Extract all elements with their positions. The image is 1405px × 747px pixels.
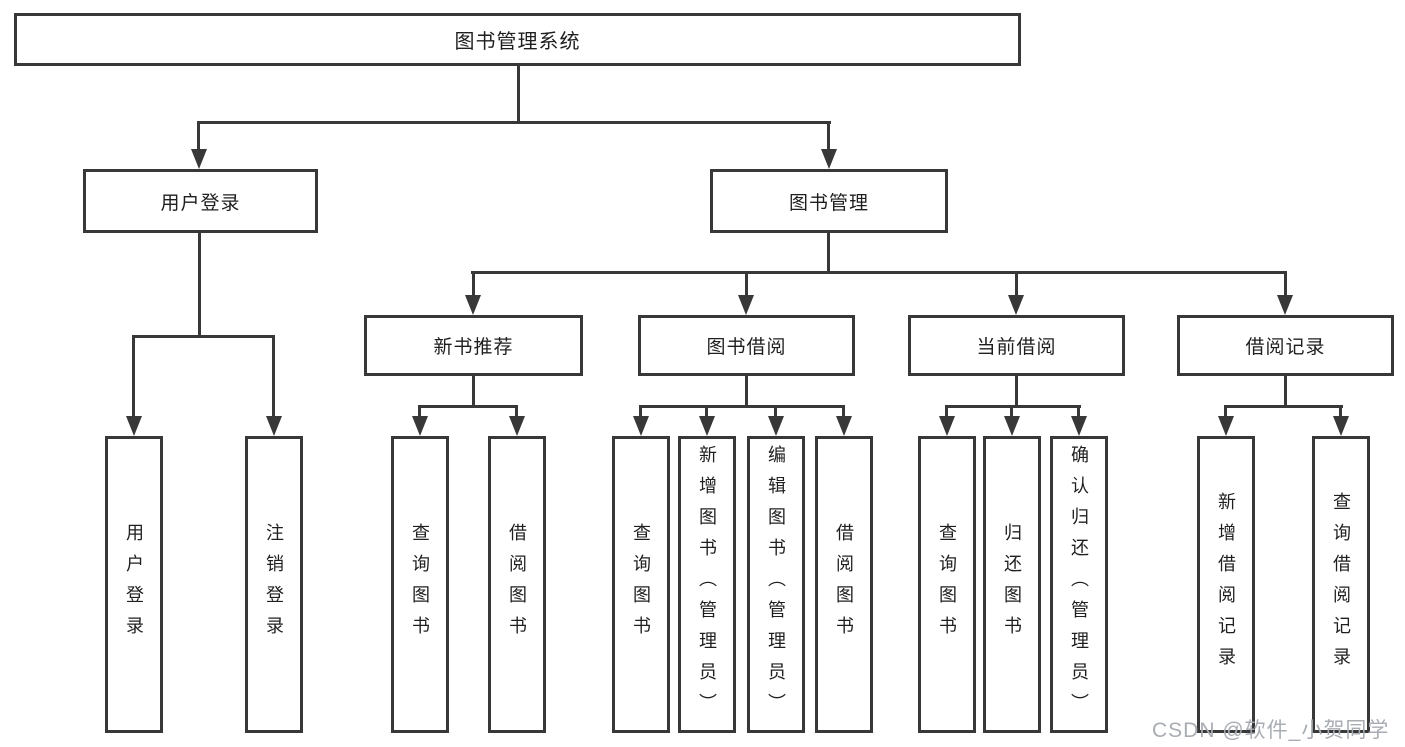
connector-root-stub	[517, 66, 520, 122]
connector-stem-cb-query	[945, 405, 948, 420]
arrowhead-nbr-query	[412, 416, 428, 436]
arrowhead-borrow-records	[1277, 295, 1293, 315]
connector-current-borrow-split	[945, 405, 1081, 408]
leaf-nbr-query-books: 查询图书	[391, 436, 449, 733]
connector-stem-cb-confirm	[1077, 405, 1080, 420]
node-root: 图书管理系统	[14, 13, 1021, 66]
leaf-bb-edit-books-label: 编辑图书（管理员）	[766, 445, 786, 724]
connector-stem-book-mgmt	[827, 121, 830, 151]
connector-borrow-records-split	[1224, 405, 1343, 408]
connector-stem-bb-borrow	[842, 405, 845, 420]
connector-user-login-split	[132, 335, 275, 338]
arrowhead-user-login	[191, 149, 207, 169]
node-new-book-rec: 新书推荐	[364, 315, 583, 376]
leaf-cb-confirm-return: 确认归还（管理员）	[1050, 436, 1108, 733]
node-current-borrow-label: 当前借阅	[976, 337, 1057, 358]
connector-stem-br-query	[1339, 405, 1342, 420]
node-book-mgmt-label: 图书管理	[788, 192, 869, 214]
connector-stem-leaf-user-login	[132, 335, 135, 420]
leaf-cb-confirm-return-label: 确认归还（管理员）	[1069, 445, 1089, 724]
connector-stem-borrow-records	[1284, 271, 1287, 297]
node-user-login: 用户登录	[83, 169, 318, 233]
connector-book-mgmt-stub	[827, 233, 830, 273]
node-book-borrow-label: 图书借阅	[706, 337, 787, 358]
connector-stem-nbr-borrow	[515, 405, 518, 420]
connector-stem-cb-return	[1010, 405, 1013, 420]
connector-stem-user-login	[197, 121, 200, 151]
connector-stem-bb-edit	[774, 405, 777, 420]
connector-book-borrow-split	[639, 405, 845, 408]
node-book-borrow: 图书借阅	[638, 315, 855, 376]
arrowhead-current-borrow	[1008, 295, 1024, 315]
connector-new-book-rec-split	[418, 405, 518, 408]
arrowhead-bb-add	[699, 416, 715, 436]
leaf-user-login-label: 用户登录	[124, 522, 144, 647]
connector-stem-current-borrow	[1015, 271, 1018, 297]
leaf-nbr-borrow-books: 借阅图书	[488, 436, 546, 733]
leaf-br-add-record-label: 新增借阅记录	[1216, 491, 1236, 678]
arrowhead-cb-query	[939, 416, 955, 436]
connector-stem-br-add	[1224, 405, 1227, 420]
node-new-book-rec-label: 新书推荐	[433, 337, 514, 358]
connector-root-split	[197, 121, 831, 124]
arrowhead-book-borrow	[738, 295, 754, 315]
leaf-bb-borrow-books-label: 借阅图书	[834, 522, 854, 647]
connector-stem-leaf-logout	[272, 335, 275, 420]
connector-book-mgmt-split	[471, 271, 1287, 274]
connector-borrow-records-stub	[1284, 376, 1287, 407]
leaf-cb-return-books-label: 归还图书	[1002, 522, 1022, 647]
arrowhead-nbr-borrow	[509, 416, 525, 436]
arrowhead-bb-borrow	[836, 416, 852, 436]
arrowhead-cb-return	[1004, 416, 1020, 436]
leaf-bb-add-books-label: 新增图书（管理员）	[697, 445, 717, 724]
leaf-cb-query-books-label: 查询图书	[937, 522, 957, 647]
arrowhead-leaf-logout	[266, 416, 282, 436]
connector-current-borrow-stub	[1015, 376, 1018, 407]
node-borrow-records: 借阅记录	[1177, 315, 1394, 376]
connector-user-login-stub	[198, 233, 201, 337]
leaf-br-query-record: 查询借阅记录	[1312, 436, 1370, 733]
leaf-bb-query-books: 查询图书	[612, 436, 670, 733]
arrowhead-bb-query	[633, 416, 649, 436]
leaf-nbr-query-books-label: 查询图书	[410, 522, 430, 647]
leaf-cb-query-books: 查询图书	[918, 436, 976, 733]
arrowhead-cb-confirm	[1071, 416, 1087, 436]
connector-stem-new-book-rec	[472, 271, 475, 297]
connector-stem-book-borrow	[745, 271, 748, 297]
node-user-login-label: 用户登录	[160, 192, 241, 214]
node-book-mgmt: 图书管理	[710, 169, 948, 233]
arrowhead-br-query	[1333, 416, 1349, 436]
arrowhead-new-book-rec	[465, 295, 481, 315]
csdn-watermark: CSDN @软件_小贺同学	[1152, 719, 1390, 742]
leaf-nbr-borrow-books-label: 借阅图书	[507, 522, 527, 647]
leaf-cb-return-books: 归还图书	[983, 436, 1041, 733]
leaf-br-add-record: 新增借阅记录	[1197, 436, 1255, 733]
node-root-label: 图书管理系统	[454, 31, 581, 53]
connector-stem-nbr-query	[418, 405, 421, 420]
leaf-br-query-record-label: 查询借阅记录	[1331, 491, 1351, 678]
connector-stem-bb-add	[705, 405, 708, 420]
connector-stem-bb-query	[639, 405, 642, 420]
leaf-logout-label: 注销登录	[264, 522, 284, 647]
leaf-bb-edit-books: 编辑图书（管理员）	[747, 436, 805, 733]
node-current-borrow: 当前借阅	[908, 315, 1125, 376]
connector-book-borrow-stub	[745, 376, 748, 407]
leaf-logout: 注销登录	[245, 436, 303, 733]
connector-new-book-rec-stub	[472, 376, 475, 407]
arrowhead-leaf-user-login	[126, 416, 142, 436]
leaf-bb-query-books-label: 查询图书	[631, 522, 651, 647]
arrowhead-br-add	[1218, 416, 1234, 436]
arrowhead-book-mgmt	[821, 149, 837, 169]
leaf-bb-add-books: 新增图书（管理员）	[678, 436, 736, 733]
node-borrow-records-label: 借阅记录	[1245, 337, 1326, 358]
arrowhead-bb-edit	[768, 416, 784, 436]
leaf-bb-borrow-books: 借阅图书	[815, 436, 873, 733]
leaf-user-login: 用户登录	[105, 436, 163, 733]
